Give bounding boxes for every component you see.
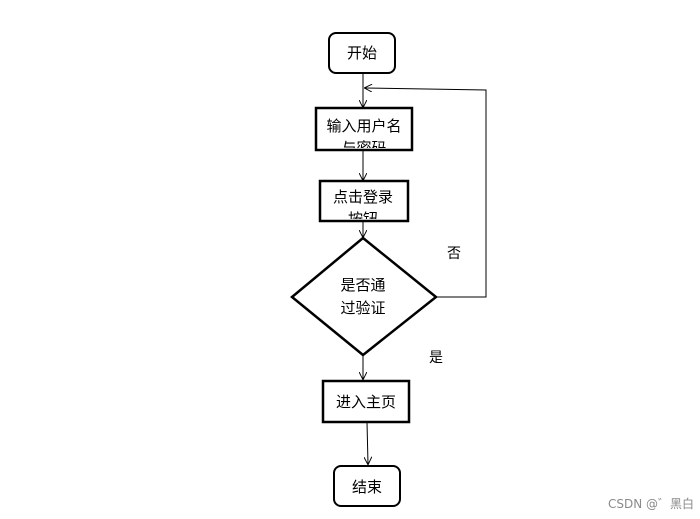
enter-home-label: 进入主页 [336,393,396,411]
verification-decision-node: 是否通 过验证 [290,236,438,357]
decision-label-line2: 过验证 [340,299,385,317]
click-login-label-line2: 按钮 [348,210,378,228]
arrow-decision-no-loop [365,88,487,298]
input-credentials-label-line2: 与密码 [341,139,386,157]
no-branch-label: 否 [447,246,461,262]
yes-branch-label: 是 [429,350,443,366]
end-label: 结束 [352,478,382,496]
arrow-home-to-end [367,421,368,464]
input-credentials-label-line1: 输入用户名 [326,117,401,135]
enter-home-node: 进入主页 [321,379,411,424]
start-label: 开始 [347,44,377,62]
csdn-watermark: CSDN @゛黑白 [608,496,694,511]
end-node: 结束 [333,465,401,507]
start-node: 开始 [328,32,396,74]
decision-label-line1: 是否通 [340,276,385,294]
click-login-label-line1: 点击登录 [333,188,393,206]
click-login-node: 点击登录 按钮 [318,179,410,228]
input-credentials-node: 输入用户名 与密码 [314,106,414,157]
